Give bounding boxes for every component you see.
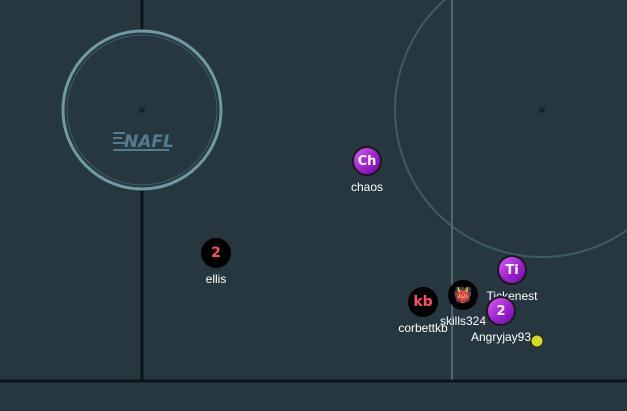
player-token: 2 — [486, 296, 516, 326]
center-circle — [394, 0, 627, 258]
player-skills324[interactable]: 👹 skills324 — [440, 280, 486, 328]
player-token: kb — [408, 287, 438, 317]
player-token: Ch — [352, 146, 382, 176]
player-tickenest[interactable]: Ti Tickenest — [487, 255, 537, 303]
nafl-logo: NAFL — [113, 132, 174, 152]
left-faceoff-circle-inner — [66, 34, 218, 186]
player-angryjay93[interactable]: 2 Angryjay93 — [471, 296, 531, 344]
player-token: 👹 — [448, 280, 478, 310]
player-corbettkb[interactable]: kb corbettkb — [398, 287, 448, 335]
player-name: chaos — [350, 180, 384, 194]
player-token: 2 — [201, 238, 231, 268]
player-name: ellis — [205, 272, 227, 286]
puck[interactable] — [530, 334, 544, 348]
player-name: corbettkb — [398, 321, 448, 335]
left-faceoff-dot — [139, 107, 145, 113]
player-chaos[interactable]: Ch chaos — [351, 146, 383, 194]
player-name: skills324 — [439, 314, 487, 328]
player-token: Ti — [497, 255, 527, 285]
player-name: Angryjay93 — [470, 330, 532, 344]
player-ellis[interactable]: 2 ellis — [201, 238, 231, 286]
center-faceoff-dot — [539, 107, 545, 113]
logo-text: NAFL — [124, 132, 174, 152]
